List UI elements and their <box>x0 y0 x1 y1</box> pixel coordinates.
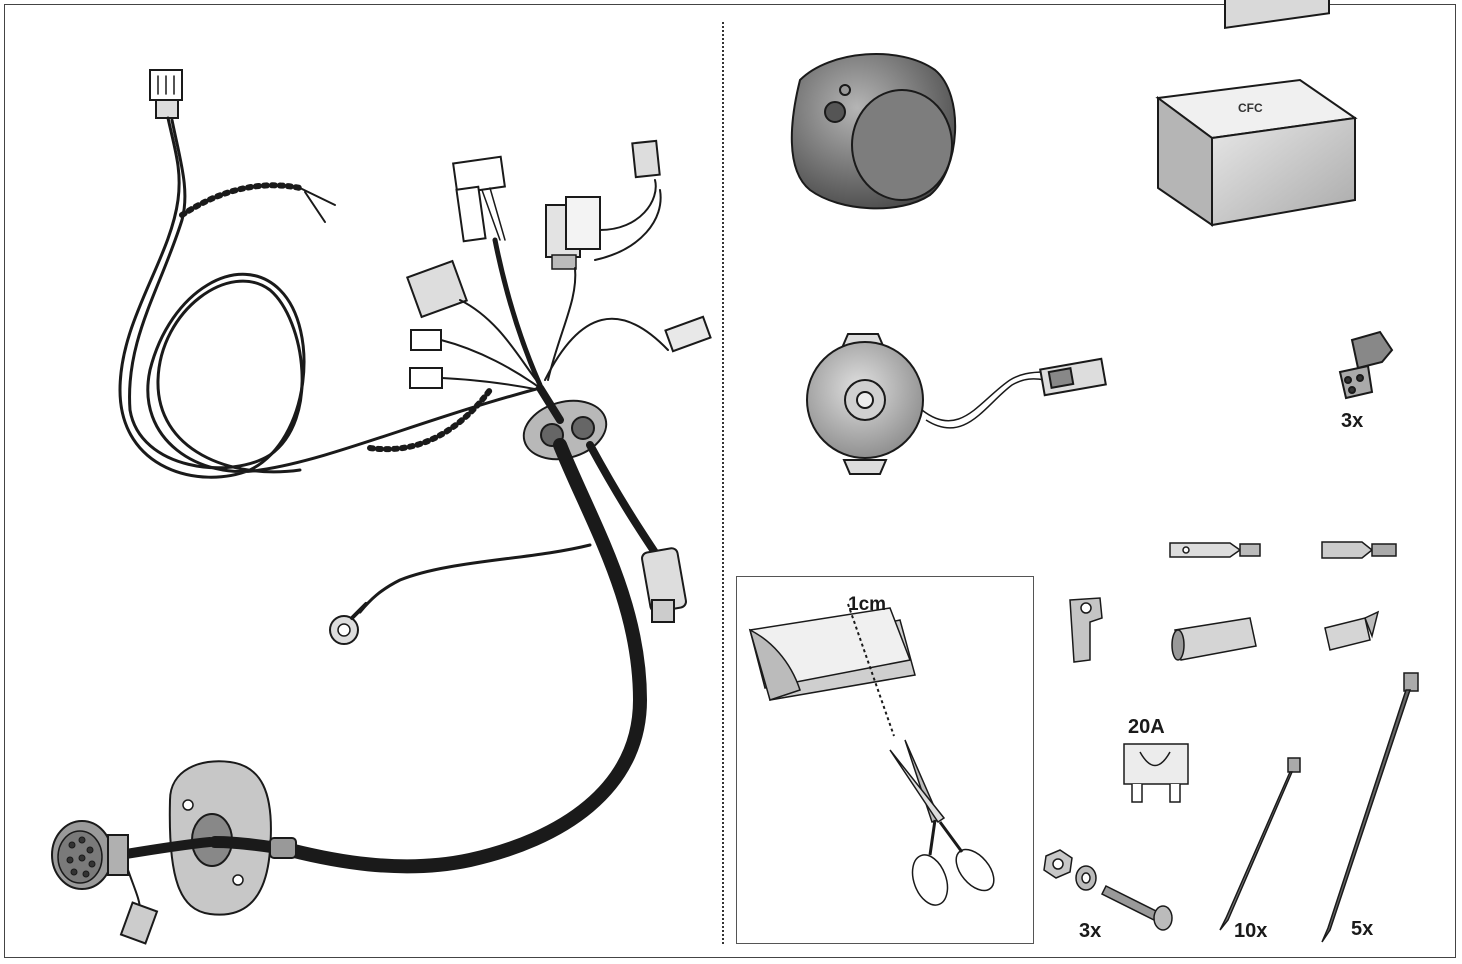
nut-washer-bolt-set <box>1044 850 1172 930</box>
small-connector-part <box>1340 332 1392 398</box>
fuse-rating-label: 20A <box>1128 716 1165 739</box>
insulating-sleeve-small <box>1325 612 1378 650</box>
cfc-control-module: CFC <box>1158 0 1355 225</box>
flat-terminal-male <box>1170 543 1260 557</box>
harness-top-connector <box>150 70 182 118</box>
harness-13pin-plug <box>52 821 128 889</box>
adhesive-tape-pads <box>750 608 915 700</box>
flat-terminal-female <box>1322 542 1396 558</box>
wiring-harness <box>52 70 711 943</box>
cable-tie-large <box>1322 673 1418 942</box>
cable-tie-small <box>1220 758 1300 930</box>
harness-multipin-connector <box>453 157 505 241</box>
module-brand-text: CFC <box>1238 101 1263 115</box>
bracket-terminal <box>1070 598 1102 662</box>
small-tie-quantity-label: 10x <box>1234 920 1267 943</box>
harness-side-connectors <box>407 261 466 388</box>
harness-plug-lower <box>641 547 687 622</box>
large-tie-quantity-label: 5x <box>1351 918 1373 941</box>
module-quantity-label: 3x <box>1341 410 1363 433</box>
bolt-set-quantity-label: 3x <box>1079 920 1101 943</box>
harness-relay-pair <box>546 197 600 269</box>
cut-measure-label: 1cm <box>848 594 886 616</box>
insulating-sleeve-large <box>1172 618 1256 660</box>
scissors <box>890 740 1001 910</box>
buzzer-connector <box>1040 359 1106 395</box>
fuse-20a <box>1124 744 1188 802</box>
trailer-socket-13pin <box>792 54 955 208</box>
ground-ring-terminal <box>330 604 366 644</box>
buzzer <box>807 334 923 474</box>
